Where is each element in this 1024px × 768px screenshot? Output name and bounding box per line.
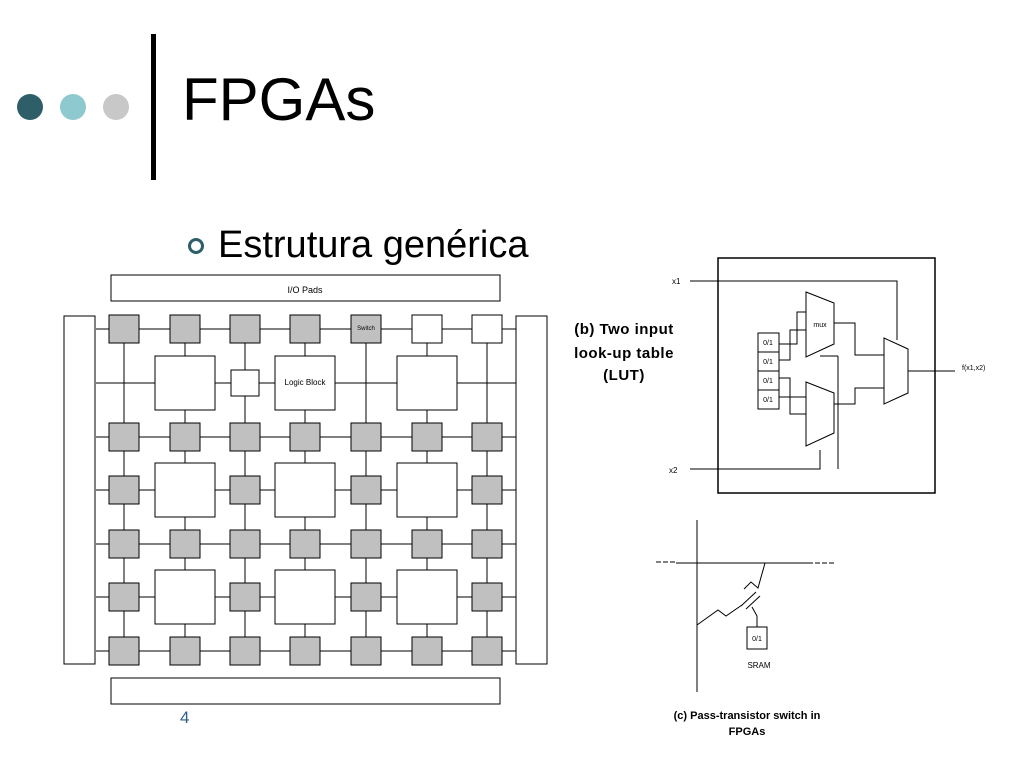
switch-block — [229, 582, 261, 612]
pass-transistor-cell-label: 0/1 — [752, 636, 762, 643]
lut-output-label: f(x1,x2) — [962, 365, 985, 372]
connection-box — [230, 369, 260, 397]
switch-block — [289, 529, 321, 559]
header-dot-grey — [103, 94, 129, 120]
lut-mux-bottom — [805, 381, 835, 447]
io-pads-bottom — [110, 677, 501, 705]
switch-block — [108, 529, 140, 559]
lut-sram-cell-3: 0/1 — [763, 378, 773, 385]
switch-block — [108, 422, 140, 452]
page-number: 4 — [180, 708, 190, 727]
switch-block — [471, 582, 503, 612]
lut-sram-cell-4: 0/1 — [763, 397, 773, 404]
lut-sram-cell-1: 0/1 — [763, 340, 773, 347]
switch-block — [289, 636, 321, 666]
lut-input-x1: x1 — [672, 277, 681, 286]
switch-block — [108, 582, 140, 612]
switch-block — [229, 475, 261, 505]
header-dot-dark — [17, 94, 43, 120]
io-pads-left — [63, 315, 96, 665]
switch-block — [471, 475, 503, 505]
lut-sram-cell-2: 0/1 — [763, 359, 773, 366]
io-pads-label: I/O Pads — [287, 285, 323, 295]
logic-block — [154, 355, 216, 411]
pass-transistor-sram-cell — [746, 626, 768, 650]
switch-block — [350, 529, 382, 559]
switch-block — [229, 529, 261, 559]
lut-frame — [717, 257, 936, 494]
switch-block — [169, 529, 201, 559]
switch-label: Switch — [357, 326, 375, 332]
switch-block — [471, 636, 503, 666]
pass-transistor-wiring — [656, 520, 834, 692]
logic-block — [396, 462, 458, 518]
switch-block — [471, 422, 503, 452]
switch-block — [169, 422, 201, 452]
pass-transistor-sram-label: SRAM — [747, 661, 770, 670]
switch-block — [108, 314, 140, 344]
logic-block — [154, 569, 216, 625]
switch-block — [411, 422, 443, 452]
switch-block — [471, 314, 503, 344]
switch-block — [411, 529, 443, 559]
logic-block — [274, 462, 336, 518]
switch-block — [229, 636, 261, 666]
switch-block — [169, 314, 201, 344]
lut-wiring — [690, 280, 955, 470]
switch-block — [169, 636, 201, 666]
logic-block — [396, 569, 458, 625]
pass-transistor-caption-line-1: (c) Pass-transistor switch in — [674, 710, 821, 722]
logic-block — [274, 569, 336, 625]
switch-block — [229, 314, 261, 344]
title-divider-line — [151, 34, 156, 180]
switch-block — [108, 636, 140, 666]
lut-caption-line-3: (LUT) — [603, 367, 645, 384]
switch-block — [350, 314, 382, 344]
lut-caption-line-1: (b) Two input — [574, 321, 674, 338]
lut-sram-cells: 0/1 0/1 0/1 0/1 — [757, 332, 780, 410]
logic-block — [396, 355, 458, 411]
switch-block — [350, 475, 382, 505]
io-pads-right — [515, 315, 548, 665]
switch-block — [350, 582, 382, 612]
switch-block — [229, 422, 261, 452]
lut-caption-line-2: look-up table — [574, 345, 674, 362]
logic-block — [274, 355, 336, 411]
lut-mux-top — [805, 291, 835, 358]
logic-block-label: Logic Block — [285, 378, 327, 387]
switch-block — [471, 529, 503, 559]
lut-mux-output — [883, 337, 909, 405]
switch-block — [350, 636, 382, 666]
switch-block — [289, 314, 321, 344]
switch-block — [411, 314, 443, 344]
switch-block — [411, 636, 443, 666]
io-pads-top — [110, 274, 501, 302]
switch-block — [108, 475, 140, 505]
lut-input-x2: x2 — [669, 466, 678, 475]
slide-title: FPGAs — [182, 66, 376, 133]
bullet-ring-icon — [188, 238, 204, 254]
lut-mux-label: mux — [813, 322, 827, 329]
logic-block — [154, 462, 216, 518]
bullet-text: Estrutura genérica — [218, 224, 529, 266]
pass-transistor-caption-line-2: FPGAs — [729, 726, 766, 738]
header-dot-teal — [60, 94, 86, 120]
switch-block — [289, 422, 321, 452]
switch-block — [350, 422, 382, 452]
